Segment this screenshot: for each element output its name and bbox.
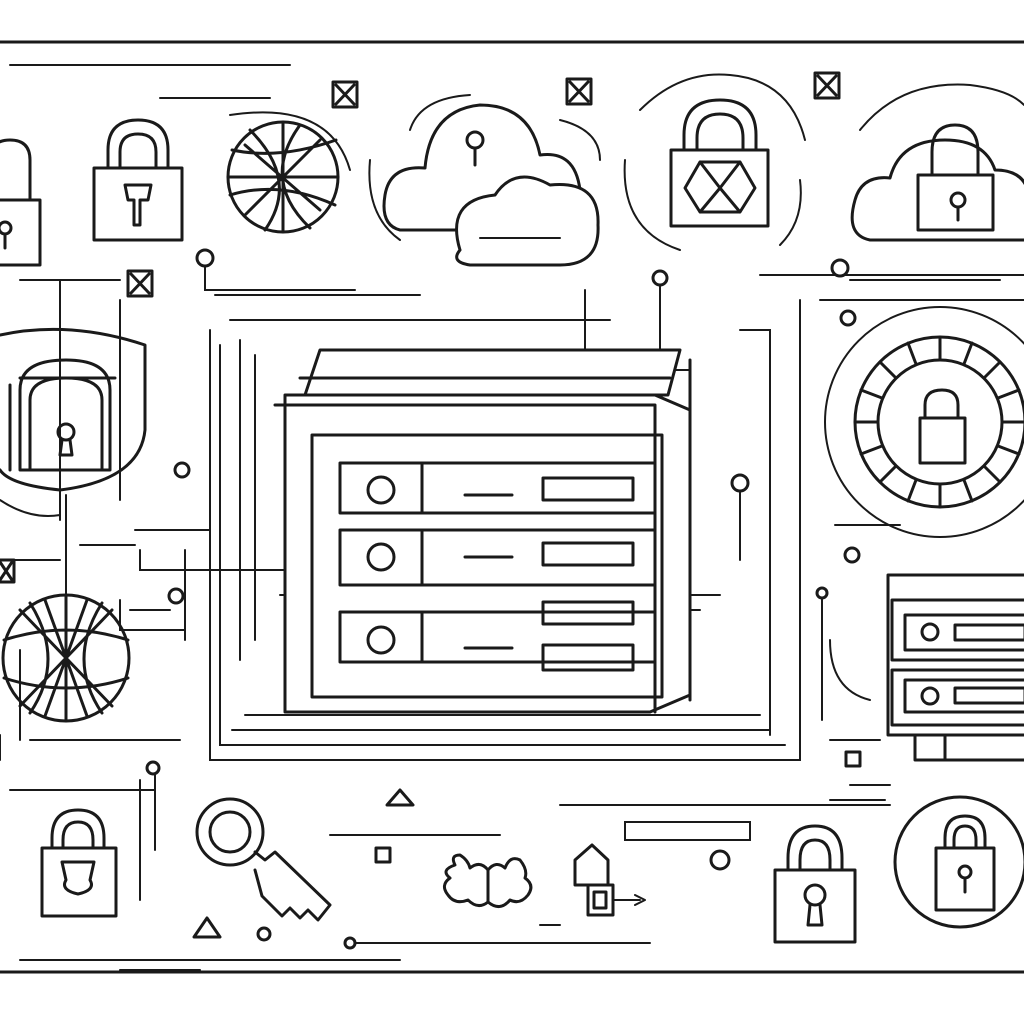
node-dot-icon (343, 936, 357, 950)
small-square-icon (844, 750, 862, 768)
outer-frame (0, 40, 1024, 974)
server-drive (338, 461, 657, 515)
triangle-icon (385, 788, 415, 807)
cloud-lock-icon (850, 83, 1024, 242)
node-dot-icon (830, 258, 850, 278)
network-device-icon (539, 843, 646, 926)
node-dot-icon (651, 269, 669, 287)
node-dot-icon (145, 760, 161, 776)
node-dot-icon (195, 248, 215, 268)
node-dot-icon (256, 926, 272, 942)
node-dot-icon (167, 587, 185, 605)
padlock-icon (893, 795, 1024, 929)
node-dot-icon (839, 309, 857, 327)
server-drive (338, 600, 657, 672)
server-stack-icon (273, 348, 692, 714)
padlock-icon (40, 808, 118, 918)
small-square-icon (374, 846, 392, 864)
node-dot-icon (730, 473, 750, 493)
checkbox-x-icon (0, 558, 16, 584)
server-icon (886, 573, 1024, 762)
puzzle-icon (443, 853, 533, 908)
checkbox-x-icon (331, 80, 359, 109)
padlock-icon (773, 824, 857, 944)
padlock-icon (0, 138, 42, 267)
node-dot-icon (843, 546, 861, 564)
triangle-icon (192, 916, 222, 939)
decorative-arc (623, 73, 806, 251)
circuit-lines (0, 64, 1024, 971)
shield-lock-icon (0, 279, 147, 521)
node-dot-icon (815, 586, 829, 600)
checkbox-x-icon (813, 71, 841, 100)
globe-icon (1, 494, 131, 723)
node-dots (145, 248, 861, 950)
server-drive (338, 528, 657, 587)
cloud-lock-icon (368, 94, 601, 267)
checkbox-x-icon (565, 77, 593, 106)
node-dot-icon (709, 849, 731, 871)
gear-lock-icon (824, 306, 1024, 701)
padlock-icon (669, 98, 770, 228)
checkbox-x-icon (126, 269, 154, 298)
globe-icon (226, 111, 351, 234)
node-dot-icon (173, 461, 191, 479)
key-icon (195, 797, 332, 922)
padlock-icon (92, 118, 184, 242)
